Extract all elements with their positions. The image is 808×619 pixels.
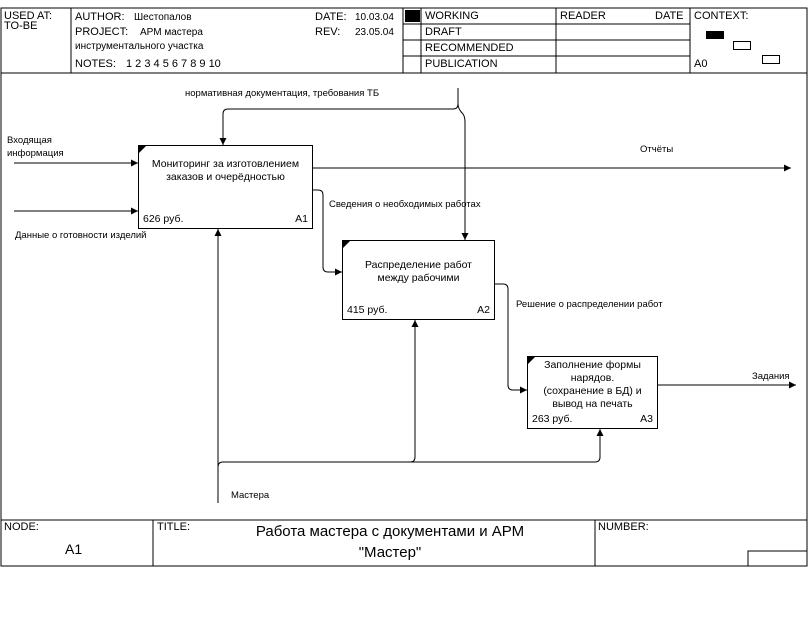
title-label: TITLE: (157, 521, 191, 533)
notes-label: NOTES: (75, 58, 116, 70)
arrow-label-reports: Отчёты (640, 144, 674, 155)
node-value: A1 (65, 541, 83, 557)
arrow-a2-a3 (495, 283, 527, 394)
arrow-label-mechanism: Мастера (231, 490, 270, 501)
status-publication: PUBLICATION (425, 58, 498, 70)
context-node-label: A0 (694, 58, 708, 70)
working-status-marker (405, 10, 420, 22)
project-value: АРМ мастера (140, 27, 203, 38)
used-at-value: TO-BE (4, 20, 38, 32)
box-corner-mark (343, 241, 350, 248)
context-current-node (706, 31, 724, 39)
activity-cost: 415 руб. (347, 304, 388, 316)
notes-value: 1 2 3 4 5 6 7 8 9 10 (126, 58, 221, 70)
number-label: NUMBER: (598, 521, 649, 533)
diagram-title: Работа мастера с документами и АРМ "Маст… (200, 521, 580, 563)
rev-label: REV: (315, 26, 341, 38)
activity-name: Распределение работ между рабочими (365, 259, 472, 284)
activity-box-a1[interactable]: Мониторинг за изготовлением заказов и оч… (138, 145, 313, 229)
activity-id: A3 (640, 413, 653, 425)
mechanism-arrow-a2 (217, 320, 419, 468)
date-label: DATE: (315, 11, 347, 23)
node-label: NODE: (4, 521, 39, 533)
activity-id: A2 (477, 304, 490, 316)
context-node (762, 55, 780, 64)
activity-id: A1 (295, 213, 308, 225)
diagram-title-line1: Работа мастера с документами и АРМ (255, 523, 525, 540)
arrow-label-input-1: Входящая информация (7, 135, 64, 159)
rev-value: 23.05.04 (355, 27, 394, 38)
status-recommended: RECOMMENDED (425, 42, 514, 54)
arrow-label-input-2: Данные о готовности изделий (15, 230, 147, 241)
box-corner-mark (528, 357, 535, 364)
arrow-label-a1-a2: Сведения о необходимых работах (329, 199, 481, 210)
mechanism-arrow-a3 (410, 429, 604, 463)
reader-label: READER (560, 10, 606, 22)
status-draft: DRAFT (425, 26, 462, 38)
activity-box-a3[interactable]: Заполнение формы нарядов. (сохранение в … (527, 356, 658, 429)
used-at-label: USED AT: (4, 10, 53, 22)
author-value: Шестопалов (134, 12, 192, 23)
project-value-line2: инструментального участка (75, 41, 204, 52)
diagram-title-line2: "Мастер" (358, 544, 422, 561)
activity-name: Мониторинг за изготовлением заказов и оч… (151, 158, 300, 183)
arrow-label-control: нормативная документация, требования ТБ (185, 88, 380, 99)
arrow-a1-a2 (313, 189, 342, 276)
arrow-label-a2-a3: Решение о распределении работ (516, 299, 663, 310)
context-label: CONTEXT: (694, 10, 749, 22)
date-value: 10.03.04 (355, 12, 394, 23)
control-arrow-a2 (457, 103, 469, 240)
author-label: AUTHOR: (75, 11, 125, 23)
frame (0, 7, 808, 567)
context-node (733, 41, 751, 50)
activity-name: Заполнение формы нарядов. (сохранение в … (543, 359, 642, 410)
status-working: WORKING (425, 10, 479, 22)
activity-cost: 263 руб. (532, 413, 573, 425)
project-label: PROJECT: (75, 26, 129, 38)
activity-cost: 626 руб. (143, 213, 184, 225)
arrow-label-tasks: Задания (752, 371, 790, 382)
box-corner-mark (139, 146, 146, 153)
reader-date-label: DATE (655, 10, 684, 22)
activity-box-a2[interactable]: Распределение работ между рабочими 415 р… (342, 240, 495, 320)
